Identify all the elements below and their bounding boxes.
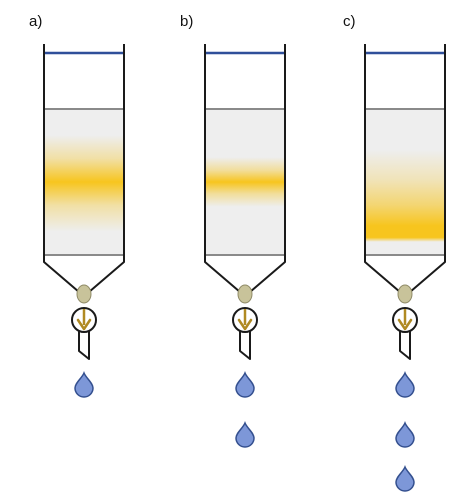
panel-a: a) [29, 13, 125, 398]
panel-a-column [43, 44, 125, 398]
panel-c-label: c) [343, 13, 356, 30]
panel-a-label: a) [29, 13, 42, 30]
panel-a-sample-band [44, 109, 124, 255]
panel-a-outlet-tip [78, 331, 90, 360]
panel-b-column [204, 44, 286, 448]
panel-c-arrow-down-icon [397, 309, 413, 331]
panel-a-stopcock-icon [76, 284, 92, 304]
panel-b-label: b) [180, 13, 193, 30]
panel-b-stopcock-icon [237, 284, 253, 304]
panel-b-column-outline [204, 44, 286, 293]
panel-c-outlet-tip [399, 331, 411, 360]
panel-a-water-drop-icon [74, 370, 94, 398]
panel-b: b) [180, 13, 286, 448]
panel-b-water-drop-icon [235, 370, 255, 398]
panel-c-sample-band [365, 109, 445, 255]
panel-a-arrow-down-icon [76, 309, 92, 331]
panel-b-water-drop-icon [235, 420, 255, 448]
panel-c-column [364, 44, 446, 492]
panel-b-outlet-tip [239, 331, 251, 360]
panel-c: c) [343, 13, 446, 492]
panel-c-water-drop-icon [395, 420, 415, 448]
panel-a-column-outline [43, 44, 125, 293]
panel-c-water-drop-icon [395, 464, 415, 492]
panel-b-sample-band [205, 109, 285, 255]
panel-c-stopcock-icon [397, 284, 413, 304]
panel-c-column-outline [364, 44, 446, 293]
panel-c-water-drop-icon [395, 370, 415, 398]
panel-b-arrow-down-icon [237, 309, 253, 331]
